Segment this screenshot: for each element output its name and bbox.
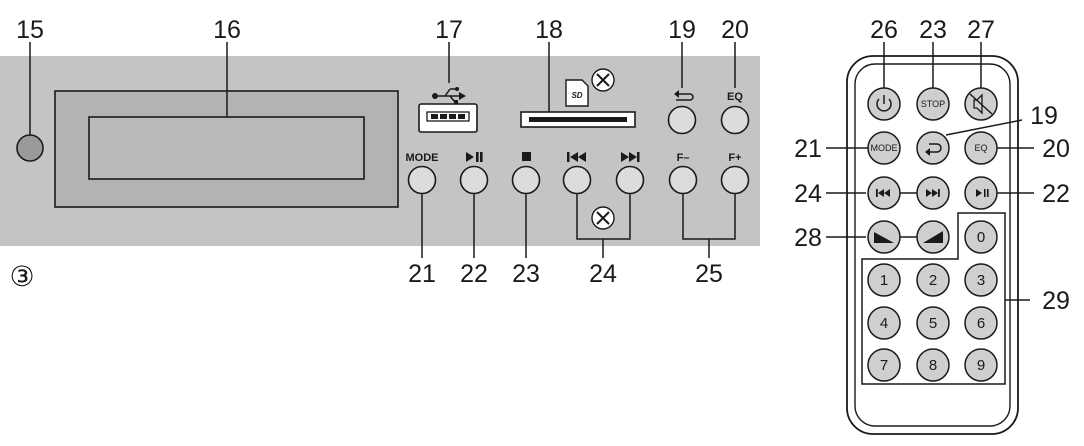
callout-r19: 19: [1030, 102, 1058, 130]
callout-r29: 29: [1042, 287, 1070, 315]
callout-15: 15: [16, 16, 44, 44]
previous-track-button[interactable]: [562, 165, 592, 195]
callout-r21: 21: [794, 135, 822, 163]
sd-card-slot[interactable]: [520, 111, 636, 128]
next-track-icon: [926, 189, 940, 197]
ir-sensor: [16, 134, 44, 162]
next-track-button[interactable]: [615, 165, 645, 195]
figure-number: ③: [9, 261, 34, 292]
no-entry-icon: [591, 68, 615, 92]
display-screen: [88, 116, 365, 180]
remote-digit-2[interactable]: [916, 263, 950, 297]
remote-digit-6[interactable]: [964, 306, 998, 340]
callout-25: 25: [695, 260, 723, 288]
digit-label: 8: [929, 357, 937, 374]
volume-up-icon: [923, 231, 943, 243]
remote-repeat-button[interactable]: [916, 131, 950, 165]
digit-label: 2: [929, 272, 937, 289]
callout-r23: 23: [919, 16, 947, 44]
callout-23: 23: [512, 260, 540, 288]
mute-icon: [969, 93, 993, 115]
remote-digit-4[interactable]: [867, 306, 901, 340]
remote-mode-label: MODE: [871, 143, 898, 153]
eq-label: EQ: [727, 91, 743, 103]
remote-volume-down-button[interactable]: [867, 220, 901, 254]
repeat-icon: [925, 143, 942, 156]
repeat-icon: [674, 90, 694, 101]
callout-16: 16: [213, 16, 241, 44]
previous-track-icon: [567, 152, 586, 162]
remote-digit-9[interactable]: [964, 348, 998, 382]
remote-digit-7[interactable]: [867, 348, 901, 382]
callout-24: 24: [589, 260, 617, 288]
callout-21: 21: [408, 260, 436, 288]
callout-r20: 20: [1042, 135, 1070, 163]
stop-icon: [522, 152, 531, 161]
volume-down-icon: [874, 232, 894, 243]
digit-label: 3: [977, 272, 985, 289]
remote-mode-button[interactable]: [867, 131, 901, 165]
callout-18: 18: [535, 16, 563, 44]
f-minus-button[interactable]: [668, 165, 698, 195]
callout-20: 20: [721, 16, 749, 44]
play-pause-icon: [976, 189, 989, 197]
sd-card-icon: SD: [565, 79, 589, 107]
play-pause-button[interactable]: [459, 165, 489, 195]
remote-digit-1[interactable]: [867, 263, 901, 297]
keypad-frame: [861, 212, 1006, 385]
callout-r28: 28: [794, 224, 822, 252]
callout-r26: 26: [870, 16, 898, 44]
sd-logo-text: SD: [571, 91, 582, 100]
mode-button[interactable]: [407, 165, 437, 195]
remote-digit-8[interactable]: [916, 348, 950, 382]
remote-digit-5[interactable]: [916, 306, 950, 340]
remote-eq-label: EQ: [974, 143, 987, 153]
previous-track-icon: [876, 189, 890, 197]
play-pause-icon: [466, 152, 483, 162]
repeat-button[interactable]: [667, 105, 697, 135]
remote-digit-3[interactable]: [964, 263, 998, 297]
callout-22: 22: [460, 260, 488, 288]
mode-label: MODE: [406, 152, 439, 164]
digit-label: 5: [929, 315, 937, 332]
remote-stop-button[interactable]: [916, 87, 950, 121]
remote-digit-0[interactable]: [964, 220, 998, 254]
digit-label: 6: [977, 315, 985, 332]
f-minus-label: F–: [677, 152, 690, 164]
next-track-icon: [621, 152, 640, 162]
no-entry-icon: [591, 206, 615, 230]
digit-label: 4: [880, 315, 888, 332]
stop-button[interactable]: [511, 165, 541, 195]
callout-r22: 22: [1042, 180, 1070, 208]
digit-label: 0: [977, 229, 985, 246]
f-plus-label: F+: [728, 152, 741, 164]
callout-r24: 24: [794, 180, 822, 208]
remote-stop-label: STOP: [921, 99, 945, 109]
callout-19: 19: [668, 16, 696, 44]
usb-icon: [432, 87, 466, 104]
usb-port[interactable]: [418, 103, 478, 133]
eq-button[interactable]: [720, 105, 750, 135]
power-icon: [876, 95, 892, 112]
remote-eq-button[interactable]: [964, 131, 998, 165]
digit-label: 9: [977, 357, 985, 374]
digit-label: 1: [880, 272, 888, 289]
leader-r19: [945, 119, 1023, 136]
callout-17: 17: [435, 16, 463, 44]
digit-label: 7: [880, 357, 888, 374]
f-plus-button[interactable]: [720, 165, 750, 195]
callout-r27: 27: [967, 16, 995, 44]
